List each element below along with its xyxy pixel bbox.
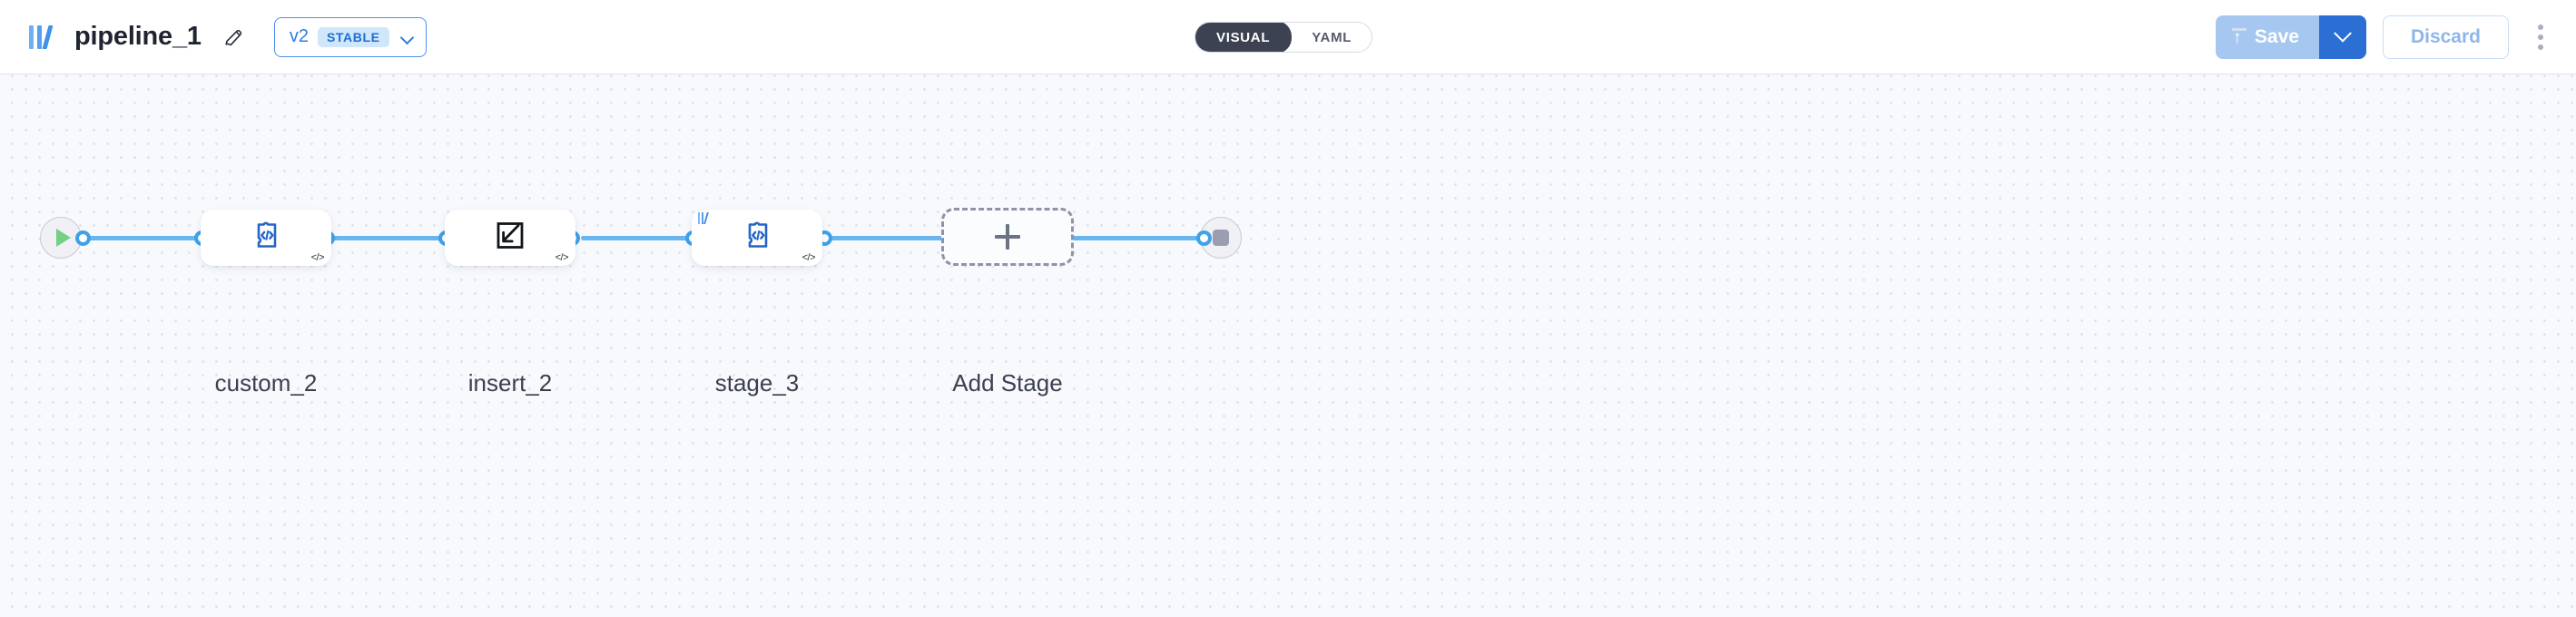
tab-yaml[interactable]: YAML [1312, 29, 1352, 45]
save-button-label: Save [2254, 26, 2299, 47]
stage-node-insert_2[interactable]: </> [445, 210, 575, 266]
stage-node-custom_2[interactable]: </> [201, 210, 331, 266]
insert-arrow-icon [490, 216, 530, 260]
save-button-group: Save [2215, 15, 2366, 59]
plus-icon [993, 222, 1022, 251]
port-start-out[interactable] [75, 230, 91, 246]
node-type-badge: </> [801, 252, 816, 263]
pipeline-canvas[interactable]: </> custom_2 </> insert_2 [0, 74, 2576, 617]
edge-addstage-to-end [1071, 236, 1203, 240]
app-header: pipeline_1 v2 STABLE VISUAL YAML [0, 0, 2576, 74]
play-icon [55, 229, 71, 247]
edge-layer [0, 74, 2576, 617]
edge-custom2-to-insert2 [327, 236, 452, 240]
save-button[interactable]: Save [2215, 15, 2319, 59]
pipeline-brand-icon [698, 212, 713, 224]
edge-start-to-custom2 [84, 236, 209, 240]
tab-visual[interactable]: VISUAL [1195, 23, 1293, 52]
stage-node-stage_3[interactable]: </> [692, 210, 822, 266]
chevron-down-icon [400, 30, 415, 44]
node-type-badge: </> [310, 252, 325, 263]
page-title: pipeline_1 [74, 22, 202, 51]
header-actions-group: Save Discard [2215, 0, 2556, 74]
code-puzzle-icon [247, 217, 285, 260]
port-end-in[interactable] [1196, 230, 1212, 246]
node-type-badge: </> [555, 252, 569, 263]
pencil-icon[interactable] [220, 24, 247, 51]
pipeline-brand-icon [27, 24, 62, 51]
edge-stage3-to-addstage [824, 236, 947, 240]
version-status-badge: STABLE [317, 26, 389, 47]
code-puzzle-icon [738, 217, 776, 260]
view-mode-toggle[interactable]: VISUAL YAML [1195, 22, 1373, 53]
discard-button[interactable]: Discard [2382, 15, 2509, 59]
upload-icon [2231, 28, 2247, 46]
add-stage-button[interactable] [941, 208, 1074, 266]
save-options-chevron-down-icon[interactable] [2318, 15, 2366, 59]
stage-label-stage_3: stage_3 [714, 369, 800, 397]
stop-icon [1213, 230, 1229, 246]
version-label: v2 [289, 26, 309, 46]
header-left-group: pipeline_1 v2 STABLE [0, 16, 427, 57]
edge-insert2-to-stage3 [581, 236, 708, 240]
start-node[interactable] [40, 217, 82, 259]
version-selector[interactable]: v2 STABLE [273, 16, 427, 57]
stage-label-insert_2: insert_2 [467, 369, 553, 397]
kebab-menu-icon[interactable] [2525, 15, 2556, 59]
stage-label-custom_2: custom_2 [214, 369, 318, 397]
add-stage-label: Add Stage [952, 369, 1063, 397]
